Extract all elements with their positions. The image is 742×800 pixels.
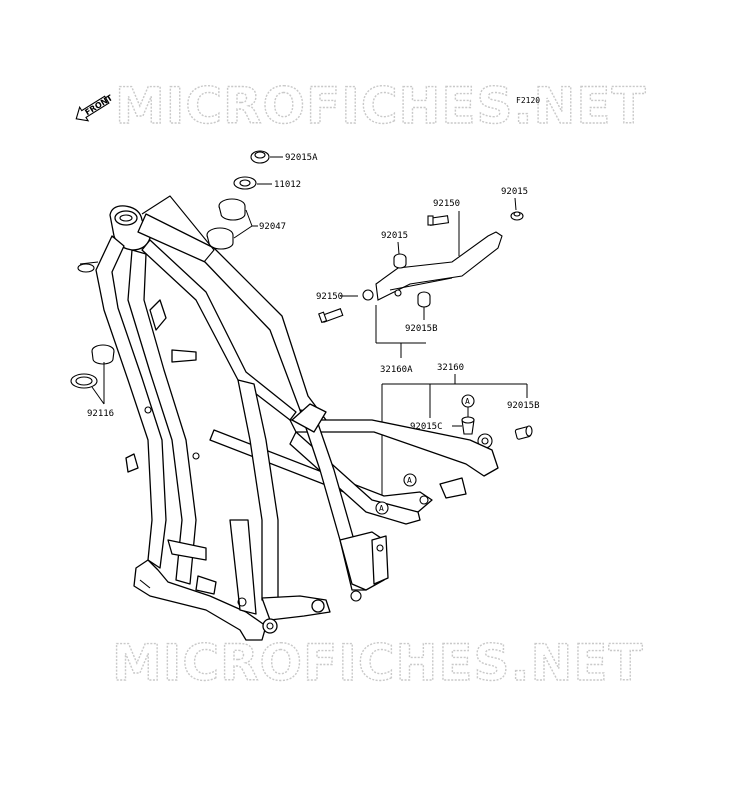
- nut-92015-top-icon: [510, 211, 524, 221]
- callout-92015a: 92015A: [285, 153, 318, 163]
- svg-text:A: A: [379, 504, 384, 513]
- callout-92047: 92047: [259, 222, 286, 232]
- front-label: FRONT: [83, 93, 114, 117]
- bearing-92047-icon: [206, 198, 246, 250]
- bushing-92015b-right-icon: [514, 425, 533, 440]
- bolt-92150-left-icon: [318, 308, 344, 324]
- figure-code: F2120: [516, 96, 540, 105]
- callout-32160: 32160: [437, 363, 464, 373]
- callout-92150-top: 92150: [433, 199, 460, 209]
- ref-mark-a-lower-2: A: [375, 501, 389, 515]
- callout-92015c: 92015C: [410, 422, 443, 432]
- bolt-92150-top-icon: [427, 215, 450, 226]
- callout-92015b-mid: 92015B: [405, 324, 438, 334]
- collar-92015b-mid-icon: [417, 291, 431, 308]
- ref-mark-a-lower-1: A: [403, 473, 417, 487]
- callout-92015-top: 92015: [501, 187, 528, 197]
- callout-92015-mid: 92015: [381, 231, 408, 241]
- svg-text:A: A: [407, 476, 412, 485]
- svg-text:A: A: [465, 397, 470, 406]
- callout-92150-left: 92150: [316, 292, 343, 302]
- race-92116-icon: [70, 344, 115, 389]
- bracket-32160a-icon: [362, 231, 503, 301]
- washer-11012-icon: [233, 176, 257, 190]
- callout-92015b-right: 92015B: [507, 401, 540, 411]
- collar-92015c-icon: [461, 416, 475, 435]
- watermark-top: MICROFICHES.NET: [115, 77, 647, 135]
- watermark-bottom: MICROFICHES.NET: [112, 634, 644, 692]
- collar-92015-mid-icon: [393, 253, 407, 269]
- front-arrow-icon: FRONT: [75, 93, 115, 122]
- callout-32160a: 32160A: [380, 365, 413, 375]
- callout-11012: 11012: [274, 180, 301, 190]
- nut-92015a-icon: [250, 150, 270, 164]
- callout-92116: 92116: [87, 409, 114, 419]
- main-frame-drawing: [77, 195, 499, 641]
- ref-mark-a-top: A: [461, 394, 475, 408]
